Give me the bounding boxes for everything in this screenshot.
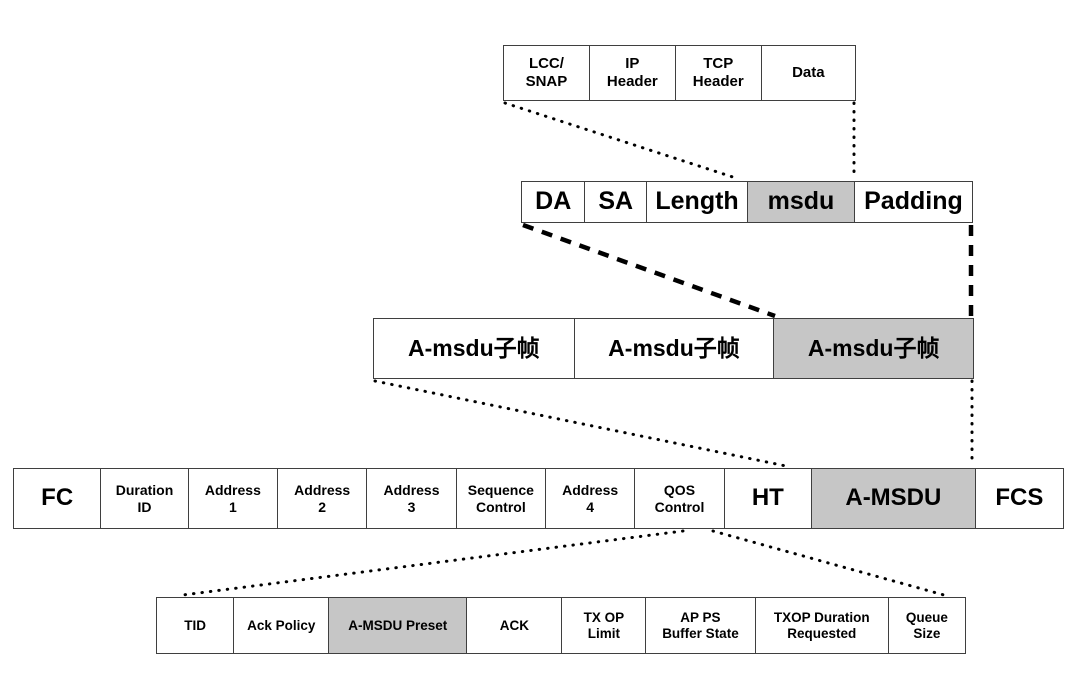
field-cell: A-MSDU xyxy=(812,469,976,528)
field-cell: Address 4 xyxy=(546,469,636,528)
field-cell: A-msdu子帧 xyxy=(774,319,973,378)
field-cell: IP Header xyxy=(589,46,676,100)
field-cell: Duration ID xyxy=(101,469,189,528)
field-cell: Sequence Control xyxy=(456,469,546,528)
msdu-to-subframe-left xyxy=(522,222,776,319)
field-cell: A-MSDU Preset xyxy=(329,598,468,653)
field-cell: TCP Header xyxy=(675,46,762,100)
field-cell: TX OP Limit xyxy=(562,598,647,653)
mac-to-qos-right xyxy=(711,529,946,597)
field-cell: Data xyxy=(761,46,856,100)
field-cell: SA xyxy=(585,182,647,222)
field-cell: TID xyxy=(157,598,235,653)
field-cell: LCC/ SNAP xyxy=(504,46,590,100)
field-cell: DA xyxy=(522,182,586,222)
field-cell: Padding xyxy=(854,182,972,222)
field-cell: HT xyxy=(724,469,812,528)
field-cell: A-msdu子帧 xyxy=(374,319,575,378)
field-cell: Ack Policy xyxy=(234,598,330,653)
field-cell: Queue Size xyxy=(888,598,965,653)
field-cell: ACK xyxy=(467,598,563,653)
field-cell: FCS xyxy=(975,469,1064,528)
field-cell: TXOP Duration Requested xyxy=(755,598,889,653)
field-cell: Address 1 xyxy=(188,469,279,528)
field-cell: FC xyxy=(14,469,102,528)
field-cell: QOS Control xyxy=(635,469,725,528)
llc-to-msdu-left xyxy=(503,101,741,181)
subframe-to-mac-left xyxy=(373,379,788,468)
field-cell: Length xyxy=(646,182,749,222)
field-cell: AP PS Buffer State xyxy=(646,598,756,653)
field-cell: Address 2 xyxy=(278,469,368,528)
field-cell: Address 3 xyxy=(367,469,457,528)
mac-to-qos-left xyxy=(181,529,685,597)
field-cell: msdu xyxy=(748,182,855,222)
field-cell: A-msdu子帧 xyxy=(574,319,775,378)
